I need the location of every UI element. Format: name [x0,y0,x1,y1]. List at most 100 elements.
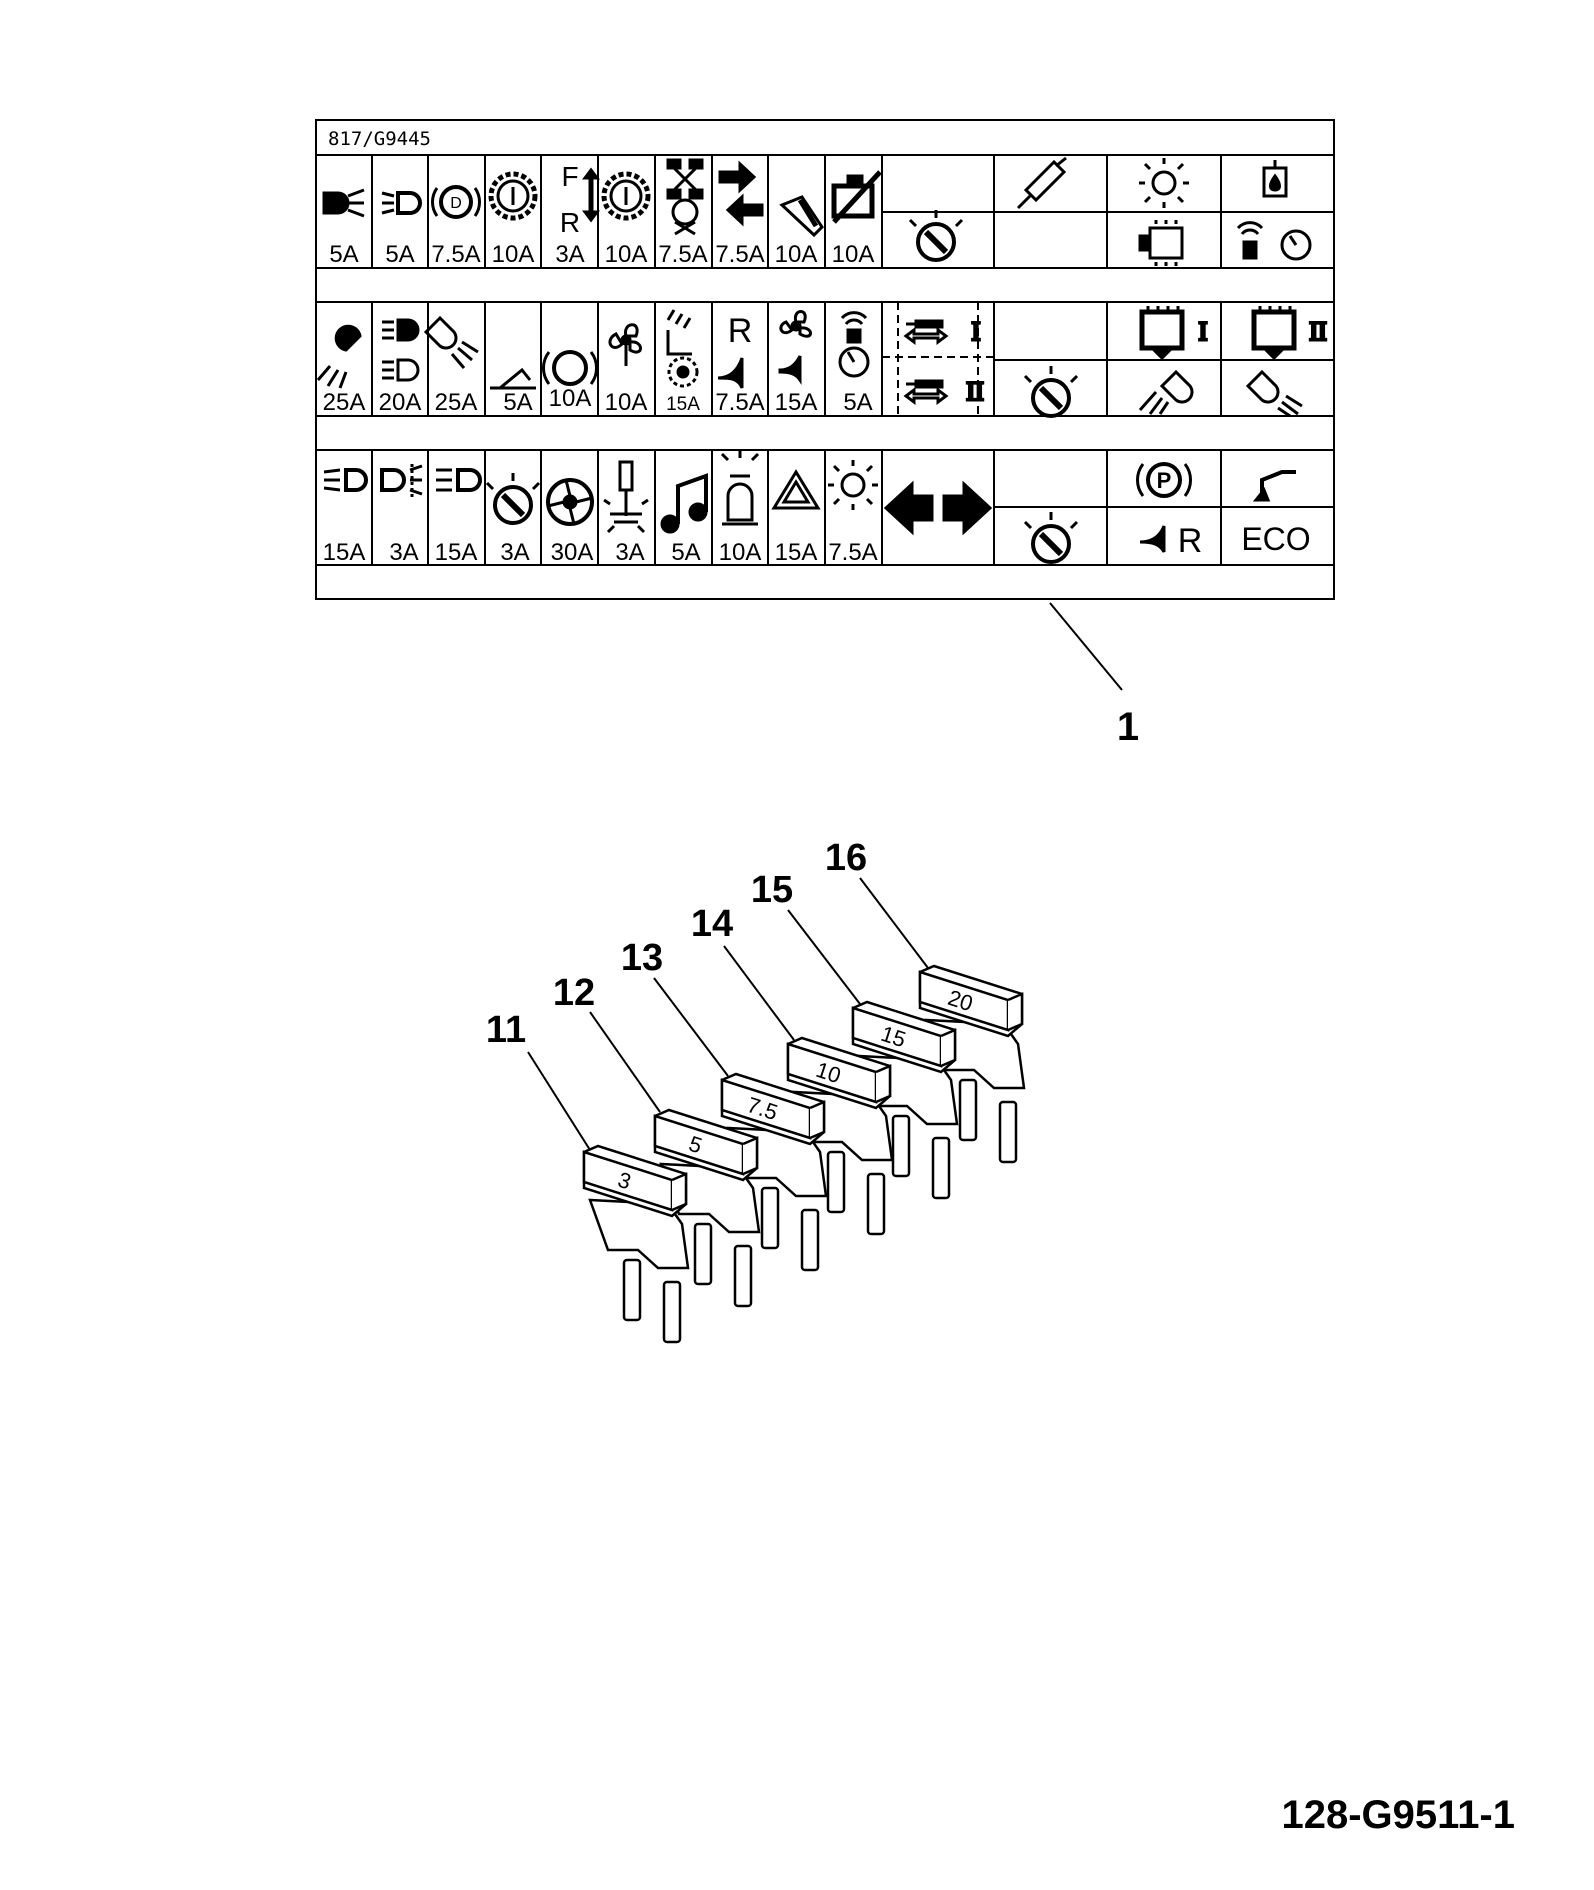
reverse-alarm-icon: R [717,312,753,389]
beacon-icon [720,450,760,526]
beacon-switch-icon [603,460,649,534]
row2-amp-labels: 25A 20A 25A 5A 10A 10A 15A 7.5A 15A 5A [323,385,873,416]
amp-label: 25A [435,389,478,416]
fuse-10a: 10 [786,1036,894,1236]
decal-row2-grid [371,302,1222,416]
steering-mode-icon [666,158,704,236]
oil-pressure-icon [1262,160,1288,198]
callout-12: 12 [553,972,595,1014]
svg-text:D: D [450,195,462,212]
callout-13: 13 [621,937,663,979]
cab-heater-icon [1251,306,1297,361]
amp-label: 15A [666,394,700,415]
reverse-horn-letter: R [1178,522,1203,560]
decal-row3-grid [371,450,1222,565]
amp-label: 5A [843,389,872,416]
amp-label: 10A [719,539,762,566]
work-light-rear-icon [1245,369,1303,418]
svg-text:P: P [1157,468,1172,493]
roman-one-label: I [972,317,981,346]
amp-label: 15A [323,539,366,566]
forward-reverse-icon: F R [560,161,600,238]
fan-wheel-icon [546,478,594,526]
fog-light-icon [380,464,423,498]
roman-two-label: II [966,377,983,406]
callout-16: 16 [825,837,867,879]
callout-14: 14 [691,903,733,945]
wiper-icon [1016,156,1067,210]
fan-icon [608,323,642,366]
amp-label: 10A [492,241,535,268]
letter-r: R [560,207,580,238]
return-to-dig-icon [490,367,536,390]
park-brake-icon [542,350,598,386]
fuse-3a: 3 [582,1144,690,1344]
amp-label: 15A [775,389,818,416]
brake-warning-icon: D [430,185,482,219]
wiper-fan-icon [778,310,812,385]
ignition-key-icon [908,210,964,262]
high-beam-icon [382,318,420,382]
amp-label: 7.5A [658,241,707,268]
leader-line [1049,602,1123,691]
decal-icons: D F R [316,156,1328,564]
fuse-leader-lines [527,877,929,1151]
hazard-icon [771,469,821,510]
sidelight-icon [828,460,878,510]
roman-two-label: II [1309,317,1326,346]
amp-label: 10A [775,241,818,268]
reverse-letter: R [728,312,753,350]
amp-label: 5A [385,241,414,268]
fuse-decal [315,119,1335,600]
hydraulic-circuit-icon [903,319,949,405]
drawing-number: 128-G9511-1 [1281,1793,1515,1837]
decal-row1-grid [371,155,1222,268]
amp-label: 30A [551,539,594,566]
amp-label: 15A [435,539,478,566]
eco-label: ECO [1241,521,1310,557]
amp-label: 3A [615,539,644,566]
amp-label: 10A [832,241,875,268]
work-light-rear-icon [423,315,479,369]
fuse-7-5a: 7.5 [720,1072,828,1272]
amp-label: 5A [671,539,700,566]
callout-1: 1 [1117,705,1139,749]
fuse-5a: 5 [653,1108,761,1308]
wiper-icon [779,195,824,238]
amp-label: 10A [605,389,648,416]
headlight-icon [436,468,482,492]
backhoe-icon [1252,470,1296,502]
reverse-horn-icon: R [1139,522,1203,560]
decal-code: 817/G9445 [328,128,431,150]
wireless-gauge-icon [1236,221,1312,261]
amp-label: 3A [500,539,529,566]
amp-label: 5A [503,389,532,416]
callout-15: 15 [751,869,793,911]
amp-label: 20A [379,389,422,416]
sidelight-icon [381,191,422,215]
amp-label: 15A [775,539,818,566]
indicator-arrows-icon [718,160,764,227]
heated-seat-icon [666,309,699,388]
amp-label: 25A [323,389,366,416]
transmission-cog-icon [488,171,538,221]
work-light-front-icon [316,324,362,389]
amp-label: 7.5A [715,241,764,268]
indicator-left-right-icon [883,480,993,536]
roman-one-label: I [1199,317,1208,346]
amp-label: 7.5A [431,241,480,268]
amp-label: 10A [549,385,592,412]
work-lamp-icon [1139,158,1189,208]
amp-label: 10A [605,241,648,268]
amp-label: 3A [389,539,418,566]
amp-label: 7.5A [828,539,877,566]
horn-music-icon [660,473,708,534]
amp-label: 3A [555,241,584,268]
blade-fuses: 20 15 10 7. [582,964,1026,1344]
cab-heater-icon [1139,306,1185,361]
row3-amp-labels: 15A 3A 15A 3A 30A 3A 5A 10A 15A 7.5A [323,539,878,566]
low-beam-icon [322,188,365,218]
amp-label: 5A [329,241,358,268]
ignition-key-icon [1023,512,1079,564]
